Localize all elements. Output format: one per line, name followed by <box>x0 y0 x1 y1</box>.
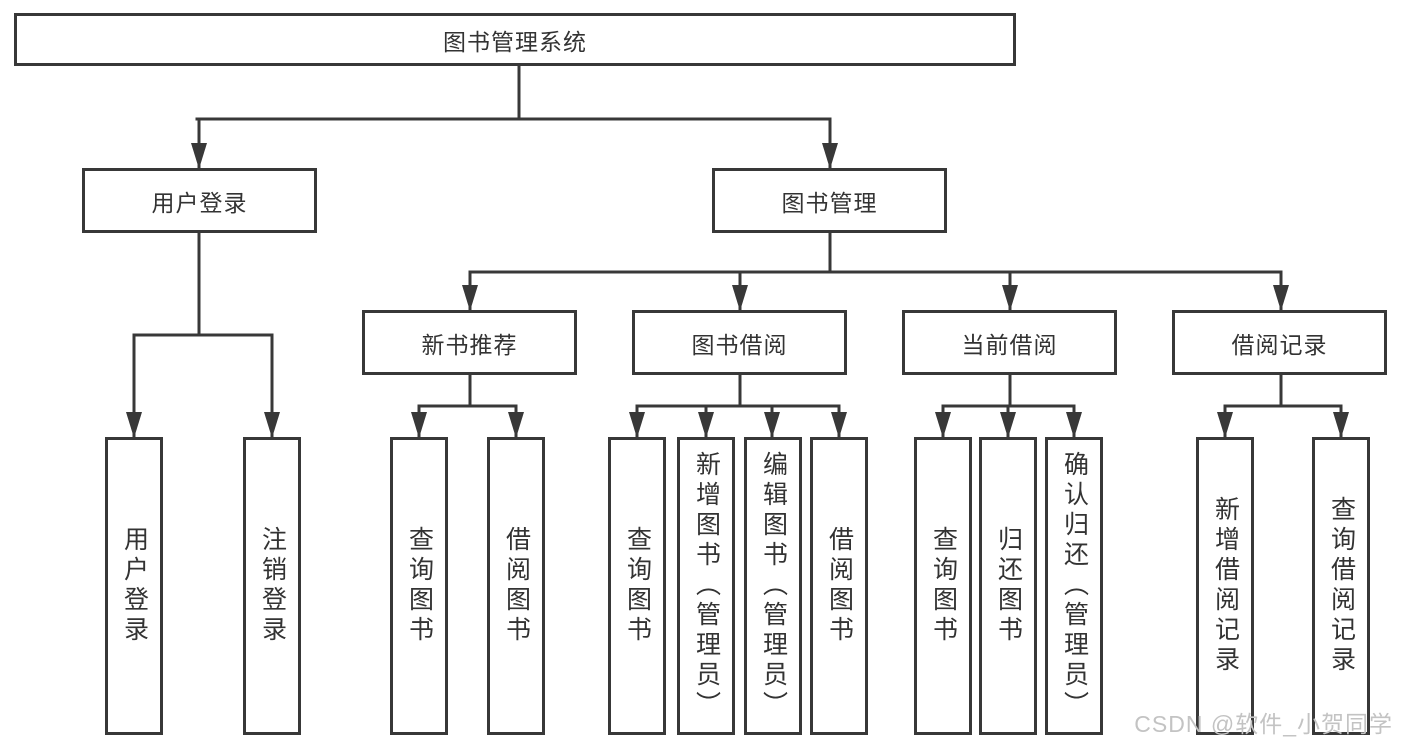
node-user-login: 用户登录 <box>82 168 317 233</box>
leaf-nbr-borrow-books: 借阅图书 <box>487 437 545 735</box>
node-book-borrowing: 图书借阅 <box>632 310 847 375</box>
leaf-br-add-record: 新增借阅记录 <box>1196 437 1254 735</box>
leaf-br-query-record: 查询借阅记录 <box>1312 437 1370 735</box>
leaf-nbr-borrow-books-label: 借阅图书 <box>502 526 531 646</box>
leaf-logout: 注销登录 <box>243 437 301 735</box>
node-user-login-label: 用户登录 <box>151 189 248 216</box>
node-borrowing-records: 借阅记录 <box>1172 310 1387 375</box>
node-borrowing-records-label: 借阅记录 <box>1231 331 1328 358</box>
leaf-logout-label: 注销登录 <box>258 526 287 646</box>
leaf-bb-add-books-admin-label: 新增图书（管理员） <box>692 451 721 721</box>
node-book-management-label: 图书管理 <box>781 189 878 216</box>
node-book-borrowing-label: 图书借阅 <box>691 331 788 358</box>
node-book-management: 图书管理 <box>712 168 947 233</box>
leaf-bb-add-books-admin: 新增图书（管理员） <box>677 437 735 735</box>
leaf-cb-query-books-label: 查询图书 <box>929 526 958 646</box>
node-current-borrowing: 当前借阅 <box>902 310 1117 375</box>
leaf-bb-edit-books-admin: 编辑图书（管理员） <box>744 437 802 735</box>
leaf-nbr-query-books-label: 查询图书 <box>405 526 434 646</box>
leaf-cb-confirm-return-admin-label: 确认归还（管理员） <box>1060 451 1089 721</box>
leaf-br-query-record-label: 查询借阅记录 <box>1327 496 1356 676</box>
csdn-watermark: CSDN @软件_小贺同学 <box>1134 711 1393 737</box>
leaf-bb-edit-books-admin-label: 编辑图书（管理员） <box>759 451 788 721</box>
leaf-user-login-label: 用户登录 <box>120 526 149 646</box>
leaf-cb-query-books: 查询图书 <box>914 437 972 735</box>
leaf-bb-query-books: 查询图书 <box>608 437 666 735</box>
leaf-bb-borrow-books: 借阅图书 <box>810 437 868 735</box>
leaf-cb-confirm-return-admin: 确认归还（管理员） <box>1045 437 1103 735</box>
leaf-cb-return-books: 归还图书 <box>979 437 1037 735</box>
leaf-user-login: 用户登录 <box>105 437 163 735</box>
leaf-nbr-query-books: 查询图书 <box>390 437 448 735</box>
node-current-borrowing-label: 当前借阅 <box>961 331 1058 358</box>
node-new-book-recommendation: 新书推荐 <box>362 310 577 375</box>
leaf-bb-borrow-books-label: 借阅图书 <box>825 526 854 646</box>
node-new-book-recommendation-label: 新书推荐 <box>421 331 518 358</box>
node-root-label: 图书管理系统 <box>443 28 587 55</box>
node-root: 图书管理系统 <box>14 13 1016 66</box>
leaf-bb-query-books-label: 查询图书 <box>623 526 652 646</box>
leaf-br-add-record-label: 新增借阅记录 <box>1211 496 1240 676</box>
leaf-cb-return-books-label: 归还图书 <box>994 526 1023 646</box>
